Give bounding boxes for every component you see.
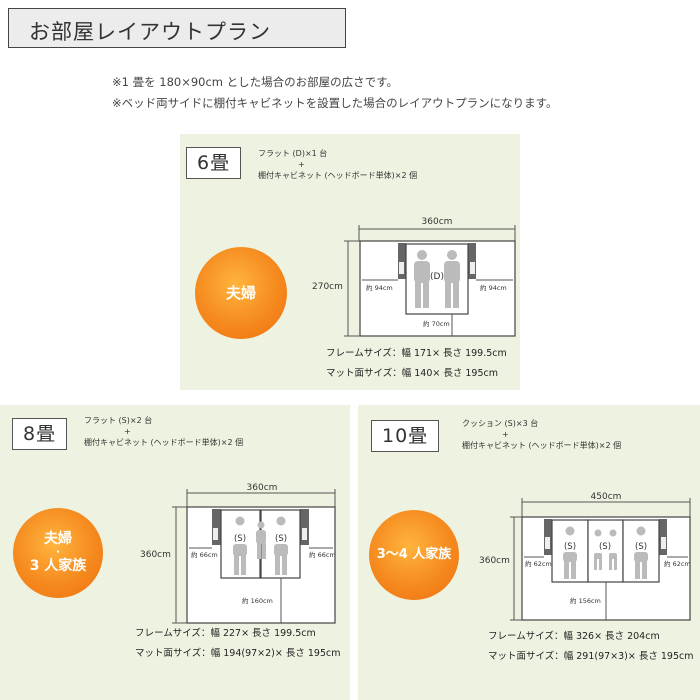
plan-10jo-item-1: クッション (S)×3 台 — [462, 419, 539, 428]
plan-10jo-height-label: 360cm — [479, 556, 510, 566]
page-title-box: お部屋レイアウトプラン — [8, 8, 346, 48]
plan-10jo-circle: 3〜4 人家族 — [369, 510, 459, 600]
plan-8jo-specs: フレームサイズ：幅 227× 長さ 199.5cm マット面サイズ：幅 194(… — [135, 624, 340, 664]
plan-8jo-mat-size: マット面サイズ：幅 194(97×2)× 長さ 195cm — [135, 648, 341, 659]
plan-6jo-item-1: フラット (D)×1 台 — [258, 149, 328, 158]
plan-10jo-mat-size: マット面サイズ：幅 291(97×3)× 長さ 195cm — [488, 651, 694, 662]
plan-10jo-specs: フレームサイズ：幅 326× 長さ 204cm マット面サイズ：幅 291(97… — [488, 627, 693, 667]
plan-10jo-item-2: 棚付キャビネット (ヘッドボード単体)×2 個 — [462, 441, 622, 450]
plan-8jo-left-gap: 約 66cm — [191, 550, 218, 559]
plan-8jo-circle-dot: ・ — [53, 547, 63, 558]
plan-10jo-person-2 — [634, 526, 648, 579]
plan-6jo-circle: 夫婦 — [195, 247, 287, 339]
page-title: お部屋レイアウトプラン — [29, 20, 271, 44]
plan-8jo-items: フラット (S)×2 台 + 棚付キャビネット (ヘッドボード単体)×2 個 — [84, 415, 243, 448]
plan-10jo-circle-label: 3〜4 人家族 — [376, 546, 452, 562]
plan-10jo-plus: + — [502, 430, 509, 439]
plan-6jo-mat-size: マット面サイズ：幅 140× 長さ 195cm — [326, 368, 498, 379]
plan-6jo-right-gap: 約 94cm — [480, 283, 507, 292]
plan-6jo-cabinet-left — [398, 243, 406, 279]
plan-10jo-person-1 — [563, 526, 577, 579]
plan-8jo-size: 8畳 — [12, 418, 68, 450]
plan-8jo-circle-label-1: 夫婦 — [44, 531, 72, 547]
plan-6jo-person-left — [414, 250, 430, 308]
plan-8jo-bed-label-right: (S) — [275, 534, 287, 544]
plan-8jo-item-1: フラット (S)×2 台 — [84, 416, 153, 425]
notes: ※1 畳を 180×90cm とした場合のお部屋の広さです。 ※ベッド両サイドに… — [112, 72, 557, 114]
plan-10jo-left-gap: 約 62cm — [525, 559, 552, 568]
plan-10jo-bottom-gap: 約 156cm — [570, 596, 601, 605]
plan-10jo-bed-label-1: (S) — [564, 542, 576, 552]
plan-8jo-plus: + — [124, 427, 131, 436]
plan-8jo-right-gap: 約 66cm — [309, 550, 336, 559]
note-1: ※1 畳を 180×90cm とした場合のお部屋の広さです。 — [112, 75, 399, 89]
plan-8jo-person-2 — [274, 516, 288, 575]
plan-8jo-width-label: 360cm — [247, 483, 278, 493]
plan-6jo-cabinet-right — [468, 243, 476, 279]
plan-10jo-items: クッション (S)×3 台 + 棚付キャビネット (ヘッドボード単体)×2 個 — [462, 418, 621, 451]
plan-10jo-frame-size: フレームサイズ：幅 326× 長さ 204cm — [488, 631, 660, 642]
plan-8jo-item-2: 棚付キャビネット (ヘッドボード単体)×2 個 — [84, 438, 244, 447]
plan-8jo-bottom-gap: 約 160cm — [242, 596, 273, 605]
plan-8jo-bed-label-left: (S) — [234, 534, 246, 544]
note-2: ※ベッド両サイドに棚付キャビネットを設置した場合のレイアウトプランになります。 — [112, 96, 558, 110]
plan-6jo-left-gap: 約 94cm — [366, 283, 393, 292]
plan-8jo-circle: 夫婦 ・ 3 人家族 — [13, 508, 103, 598]
plan-6jo-size: 6畳 — [186, 147, 242, 179]
plan-6jo-frame-size: フレームサイズ：幅 171× 長さ 199.5cm — [326, 348, 507, 359]
plan-8jo-cabinet-right — [300, 509, 309, 545]
plan-10jo-size: 10畳 — [371, 420, 440, 452]
plan-10jo-person-child-1 — [594, 529, 602, 570]
plan-6jo-bed-label: (D) — [430, 272, 444, 282]
plan-6jo-width-label: 360cm — [422, 217, 453, 227]
plan-6jo-item-2: 棚付キャビネット (ヘッドボード単体)×2 個 — [258, 171, 418, 180]
plan-8jo-frame-size: フレームサイズ：幅 227× 長さ 199.5cm — [135, 628, 316, 639]
plan-6jo-person-right — [444, 250, 460, 308]
plan-8jo-person-child — [256, 521, 266, 559]
plan-6jo-bottom-gap: 約 70cm — [423, 319, 450, 328]
plan-10jo-bed-3 — [622, 519, 660, 583]
plan-10jo-bed-label-3: (S) — [635, 542, 647, 552]
plan-10jo-right-gap: 約 62cm — [664, 559, 691, 568]
plan-6jo-items: フラット (D)×1 台 + 棚付キャビネット (ヘッドボード単体)×2 個 — [258, 148, 417, 181]
plan-8jo-height-label: 360cm — [140, 550, 171, 560]
plan-10jo-width-label: 450cm — [591, 492, 622, 502]
plan-10jo-bed-label-2: (S) — [599, 542, 611, 552]
plan-8jo-person-1 — [233, 516, 247, 575]
plan-6jo-circle-label: 夫婦 — [225, 283, 256, 302]
plan-6jo-plus: + — [298, 160, 305, 169]
plan-6jo-specs: フレームサイズ：幅 171× 長さ 199.5cm マット面サイズ：幅 140×… — [326, 344, 507, 384]
plan-8jo-circle-label-2: 3 人家族 — [29, 557, 87, 574]
plan-8jo-cabinet-left — [212, 509, 221, 545]
plan-10jo-person-child-2 — [609, 529, 617, 570]
plan-6jo-height-label: 270cm — [312, 282, 343, 292]
